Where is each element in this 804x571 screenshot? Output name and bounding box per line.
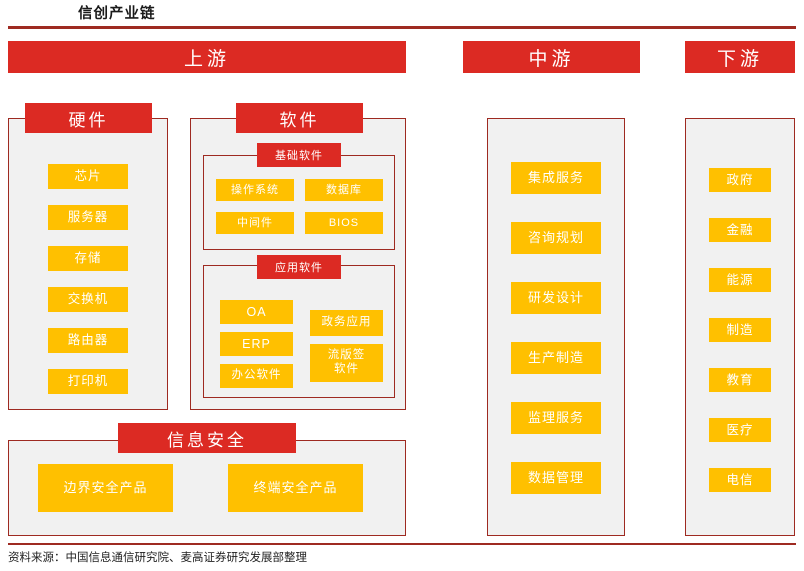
chip-hardware-2: 存储 <box>48 246 128 271</box>
chip-downstream-0: 政府 <box>709 168 771 192</box>
chip-downstream-4: 教育 <box>709 368 771 392</box>
subgroup-label-basic-software: 基础软件 <box>257 143 341 167</box>
chip-downstream-1: 金融 <box>709 218 771 242</box>
chip-app-software-2: 办公软件 <box>220 364 293 388</box>
chip-infosec-1: 终端安全产品 <box>228 464 363 512</box>
chip-midstream-0: 集成服务 <box>511 162 601 194</box>
chip-app-software-0: OA <box>220 300 293 324</box>
chip-hardware-1: 服务器 <box>48 205 128 230</box>
chip-hardware-0: 芯片 <box>48 164 128 189</box>
page-title: 信创产业链 <box>78 6 156 22</box>
chip-downstream-3: 制造 <box>709 318 771 342</box>
chip-infosec-0: 边界安全产品 <box>38 464 173 512</box>
subgroup-label-application-software: 应用软件 <box>257 255 341 279</box>
chip-hardware-5: 打印机 <box>48 369 128 394</box>
tier-banner-upstream: 上游 <box>8 41 406 73</box>
chip-hardware-4: 路由器 <box>48 328 128 353</box>
chip-app-software-4: 流版签软件 <box>310 344 383 382</box>
source-note: 资料来源：中国信息通信研究院、麦高证券研究发展部整理 <box>8 552 307 564</box>
tier-banner-midstream: 中游 <box>463 41 640 73</box>
chip-midstream-2: 研发设计 <box>511 282 601 314</box>
chip-basic-software-3: BIOS <box>305 212 383 234</box>
bottom-divider-rule <box>8 543 796 545</box>
chip-basic-software-1: 数据库 <box>305 179 383 201</box>
group-label-hardware: 硬件 <box>25 103 152 133</box>
chip-midstream-5: 数据管理 <box>511 462 601 494</box>
chip-downstream-5: 医疗 <box>709 418 771 442</box>
group-label-software: 软件 <box>236 103 363 133</box>
chip-basic-software-2: 中间件 <box>216 212 294 234</box>
tier-banner-downstream: 下游 <box>685 41 795 73</box>
chip-basic-software-0: 操作系统 <box>216 179 294 201</box>
chip-app-software-1: ERP <box>220 332 293 356</box>
chip-downstream-6: 电信 <box>709 468 771 492</box>
chip-midstream-3: 生产制造 <box>511 342 601 374</box>
chip-hardware-3: 交换机 <box>48 287 128 312</box>
chip-app-software-3: 政务应用 <box>310 310 383 336</box>
chip-midstream-4: 监理服务 <box>511 402 601 434</box>
group-label-information-security: 信息安全 <box>118 423 296 453</box>
subgroup-panel-basic-software <box>203 155 395 250</box>
top-divider-rule <box>8 26 796 29</box>
chip-midstream-1: 咨询规划 <box>511 222 601 254</box>
chip-downstream-2: 能源 <box>709 268 771 292</box>
